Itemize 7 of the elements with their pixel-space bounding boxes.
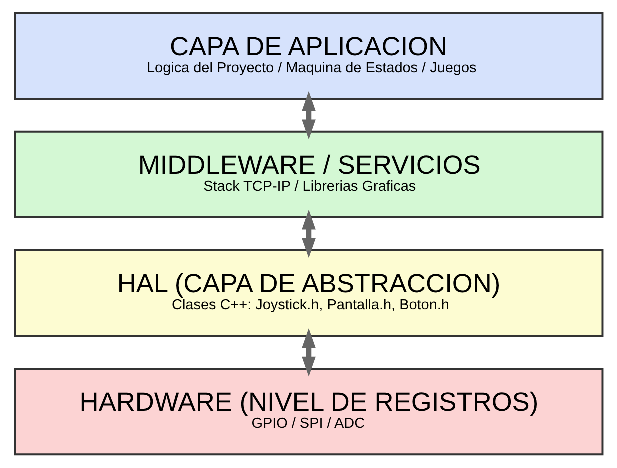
- arrow: [302, 210, 316, 258]
- node-box: CAPA DE APLICACION Logica del Proyecto / Maquina de Estados / Juegos: [14, 12, 604, 100]
- node-box: HARDWARE (NIVEL DE REGISTROS) GPIO / SPI / ADC: [14, 368, 604, 456]
- arrow: [302, 91, 316, 140]
- node-box: MIDDLEWARE / SERVICIOS Stack TCP-IP / Librerias Graficas: [14, 130, 604, 219]
- arrow: [302, 328, 316, 377]
- node-box: HAL (CAPA DE ABSTRACCION) Clases C++: Joystick.h, Pantalla.h, Boton.h: [14, 249, 604, 338]
